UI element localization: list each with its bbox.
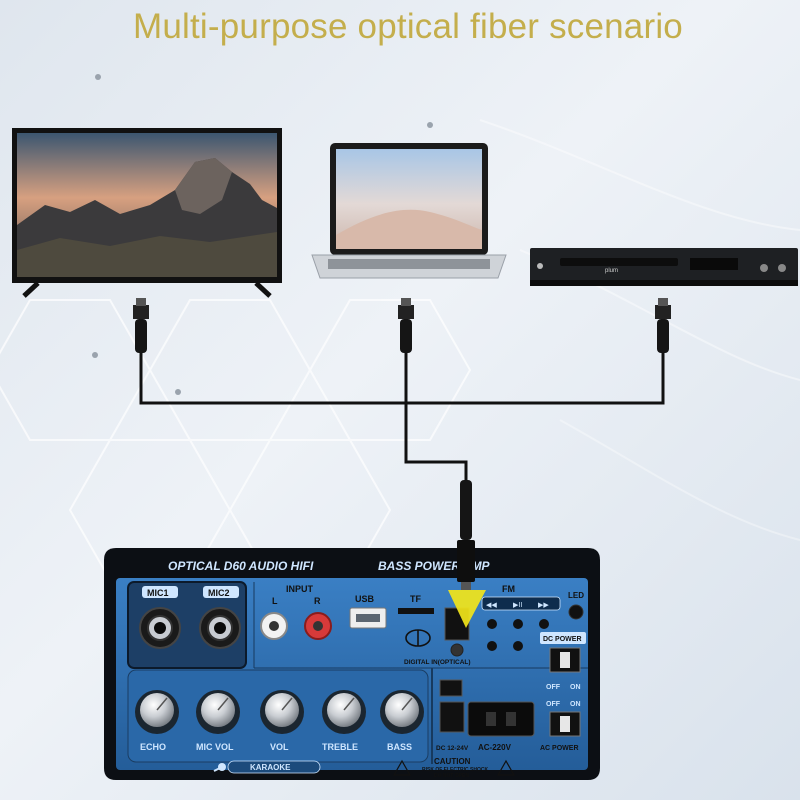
mode-buttons: ◀◀ ▶II ▶▶ bbox=[481, 596, 561, 611]
knob-bass[interactable] bbox=[380, 690, 424, 734]
knob-mic-vol[interactable] bbox=[196, 690, 240, 734]
tf-label: TF bbox=[410, 594, 421, 604]
rca-right-jack[interactable] bbox=[304, 612, 332, 640]
dc-on-label: ON bbox=[570, 684, 581, 691]
background-dots bbox=[92, 74, 433, 395]
ac-voltage-label: AC-220V bbox=[478, 743, 512, 752]
rca-left-jack[interactable] bbox=[260, 612, 288, 640]
arrow-indicator bbox=[448, 590, 486, 628]
fm-label: FM bbox=[502, 584, 515, 594]
dvd-brand: plum bbox=[605, 268, 618, 274]
input-r-label: R bbox=[314, 596, 321, 606]
optical-plug-laptop bbox=[398, 298, 414, 353]
knob-vol[interactable] bbox=[260, 690, 304, 734]
knob-label-vol: VOL bbox=[270, 742, 289, 752]
optical-cables bbox=[139, 350, 665, 540]
mode-button[interactable] bbox=[487, 641, 497, 651]
mic2-label: MIC2 bbox=[208, 588, 230, 598]
knob-label-bass: BASS bbox=[387, 742, 412, 752]
optical-plug-amp bbox=[457, 480, 475, 590]
dc-power-label: DC POWER bbox=[543, 636, 582, 643]
optical-plug-dvd bbox=[655, 298, 671, 353]
input-l-label: L bbox=[272, 596, 278, 606]
dvd-player: plum bbox=[530, 248, 798, 286]
amp-title: OPTICAL D60 AUDIO HIFI bbox=[168, 559, 314, 573]
next-icon: ▶▶ bbox=[538, 602, 549, 609]
optical-icon bbox=[405, 629, 431, 647]
tf-card-slot[interactable] bbox=[398, 608, 434, 614]
knob-label-mic-vol: MIC VOL bbox=[196, 742, 234, 752]
caution-label: CAUTION bbox=[434, 757, 471, 766]
ac-off-label: OFF bbox=[546, 701, 561, 708]
mic1-label: MIC1 bbox=[147, 588, 169, 598]
warning-icon bbox=[392, 759, 516, 776]
ac-power-label: AC POWER bbox=[540, 745, 579, 752]
knob-treble[interactable] bbox=[322, 690, 366, 734]
headline: Multi-purpose optical fiber scenario bbox=[133, 7, 683, 46]
prev-icon: ◀◀ bbox=[486, 602, 497, 609]
ir-receiver bbox=[513, 641, 523, 651]
next-button[interactable] bbox=[539, 619, 549, 629]
knob-echo[interactable] bbox=[135, 690, 179, 734]
laptop bbox=[311, 143, 507, 279]
usb-label: USB bbox=[355, 594, 375, 604]
optical-plug-tv bbox=[133, 298, 149, 353]
knob-label-treble: TREBLE bbox=[322, 742, 358, 752]
knob-label-echo: ECHO bbox=[140, 742, 166, 752]
television bbox=[12, 128, 282, 298]
dc-input-port[interactable] bbox=[439, 701, 465, 733]
prev-button[interactable] bbox=[487, 619, 497, 629]
led-label: LED bbox=[568, 591, 584, 600]
karaoke-label: KARAOKE bbox=[250, 763, 291, 772]
mic2-jack[interactable] bbox=[199, 607, 241, 649]
play-pause-button[interactable] bbox=[513, 619, 523, 629]
optical-label: DIGITAL IN(OPTICAL) bbox=[404, 659, 471, 666]
led-indicator bbox=[568, 604, 584, 620]
dc-voltage-label: DC 12-24V bbox=[436, 745, 469, 752]
input-label: INPUT bbox=[286, 584, 314, 594]
dc-off-label: OFF bbox=[546, 684, 561, 691]
ac-on-label: ON bbox=[570, 701, 581, 708]
caution-line2: DO NOT OPEN bbox=[434, 773, 469, 779]
mic1-jack[interactable] bbox=[139, 607, 181, 649]
caution-line1: RISK OF ELECTRIC SHOCK bbox=[422, 767, 489, 773]
microphone-icon bbox=[213, 763, 226, 772]
ac-input-port[interactable] bbox=[467, 701, 535, 737]
play-pause-icon: ▶II bbox=[513, 602, 522, 609]
amplifier-panel: OPTICAL D60 AUDIO HIFI BASS POWER AMP MI… bbox=[104, 548, 600, 780]
dc-input-jack[interactable] bbox=[439, 679, 463, 697]
